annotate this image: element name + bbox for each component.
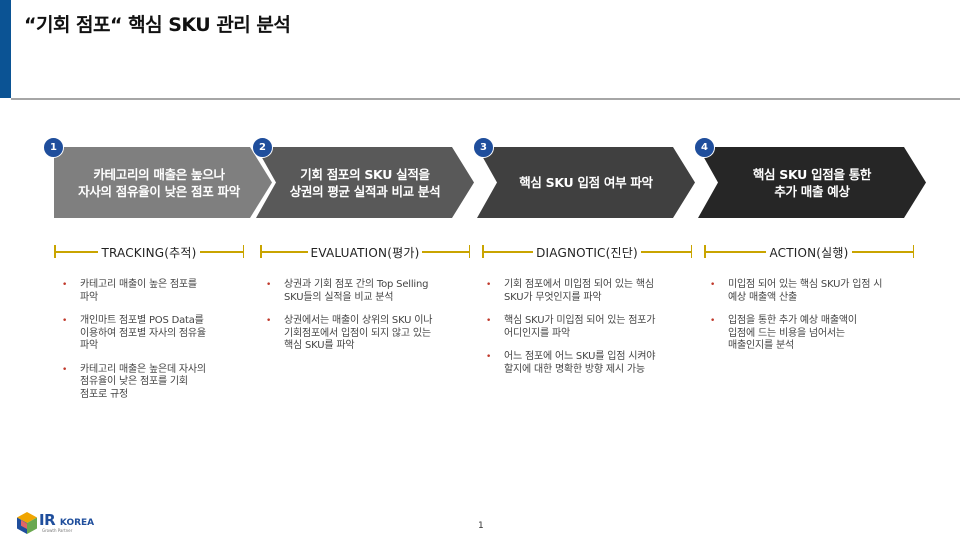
step-1: 카테고리의 매출은 높으나 자사의 점유율이 낮은 점포 파악 1 (43, 137, 272, 218)
heading-right-tick (912, 245, 914, 258)
tracking-bullets: 카테고리 매출이 높은 점포를 파악 개인마트 점포별 POS Data를 이용… (58, 279, 253, 412)
list-item: 입점을 통한 추가 예상 매출액이 입점에 드는 비용을 넘어서는 매출인지를 … (706, 315, 921, 353)
heading-right-tick (468, 245, 470, 258)
chevron-shape (256, 147, 474, 218)
accent-bar (0, 0, 11, 98)
heading-text: ACTION(실행) (766, 246, 852, 260)
step-number-badge: 2 (252, 137, 273, 158)
column-heading-tracking: TRACKING(추적) (54, 244, 244, 260)
heading-right-tick (690, 245, 692, 258)
action-bullets: 미입점 되어 있는 핵심 SKU가 입점 시 예상 매출액 산출 입점을 통한 … (706, 279, 921, 364)
step-label: 핵심 SKU 입점을 통한 추가 매출 예상 (752, 166, 872, 199)
step-number-badge: 1 (43, 137, 64, 158)
cube-logo-icon (17, 512, 37, 534)
page-number: 1 (478, 521, 484, 531)
heading-text: EVALUATION(평가) (307, 246, 423, 260)
list-item: 어느 점포에 어느 SKU를 입점 시켜야 할지에 대한 명확한 방향 제시 가… (482, 351, 697, 376)
step-label: 기회 점포의 SKU 실적을 상권의 평균 실적과 비교 분석 (289, 166, 441, 199)
chevron-shape (698, 147, 926, 218)
diagnotic-bullets: 기회 점포에서 미입점 되어 있는 핵심 SKU가 무엇인지를 파악 핵심 SK… (482, 279, 697, 387)
step-number-badge: 3 (473, 137, 494, 158)
step-label: 카테고리의 매출은 높으나 자사의 점유율이 낮은 점포 파악 (78, 166, 240, 199)
heading-text: DIAGNOTIC(진단) (533, 246, 641, 260)
heading-right-tick (242, 245, 244, 258)
list-item: 핵심 SKU가 미입점 되어 있는 점포가 어디인지를 파악 (482, 315, 697, 340)
title-divider (11, 98, 960, 100)
list-item: 상권에서는 매출이 상위의 SKU 이나 기회점포에서 입점이 되지 않고 있는… (262, 315, 472, 353)
heading-text: TRACKING(추적) (98, 246, 200, 260)
list-item: 미입점 되어 있는 핵심 SKU가 입점 시 예상 매출액 산출 (706, 279, 921, 304)
list-item: 기회 점포에서 미입점 되어 있는 핵심 SKU가 무엇인지를 파악 (482, 279, 697, 304)
logo-tagline: Growth Partner (42, 528, 73, 533)
list-item: 개인마트 점포별 POS Data를 이용하여 점포별 자사의 점유율 파악 (58, 315, 253, 353)
column-heading-diagnotic: DIAGNOTIC(진단) (482, 244, 692, 260)
company-logo: IR KOREA Growth Partner (16, 511, 106, 535)
evaluation-bullets: 상권과 기회 점포 간의 Top Selling SKU들의 실적을 비교 분석… (262, 279, 472, 364)
step-label: 핵심 SKU 입점 여부 파악 (519, 175, 653, 190)
step-3: 핵심 SKU 입점 여부 파악 3 (473, 137, 695, 218)
step-4: 핵심 SKU 입점을 통한 추가 매출 예상 4 (694, 137, 926, 218)
column-heading-action: ACTION(실행) (704, 244, 914, 260)
step-2: 기회 점포의 SKU 실적을 상권의 평균 실적과 비교 분석 2 (252, 137, 474, 218)
list-item: 카테고리 매출이 높은 점포를 파악 (58, 279, 253, 304)
chevron-shape (477, 147, 695, 218)
list-item: 카테고리 매출은 높은데 자사의 점유율이 낮은 점포를 기회 점포로 규정 (58, 364, 253, 402)
chevron-shape (54, 147, 272, 218)
page-title: “기회 점포“ 핵심 SKU 관리 분석 (24, 14, 291, 36)
step-number-badge: 4 (694, 137, 715, 158)
column-heading-evaluation: EVALUATION(평가) (260, 244, 470, 260)
list-item: 상권과 기회 점포 간의 Top Selling SKU들의 실적을 비교 분석 (262, 279, 472, 304)
logo-wordmark: IR KOREA (39, 511, 95, 529)
